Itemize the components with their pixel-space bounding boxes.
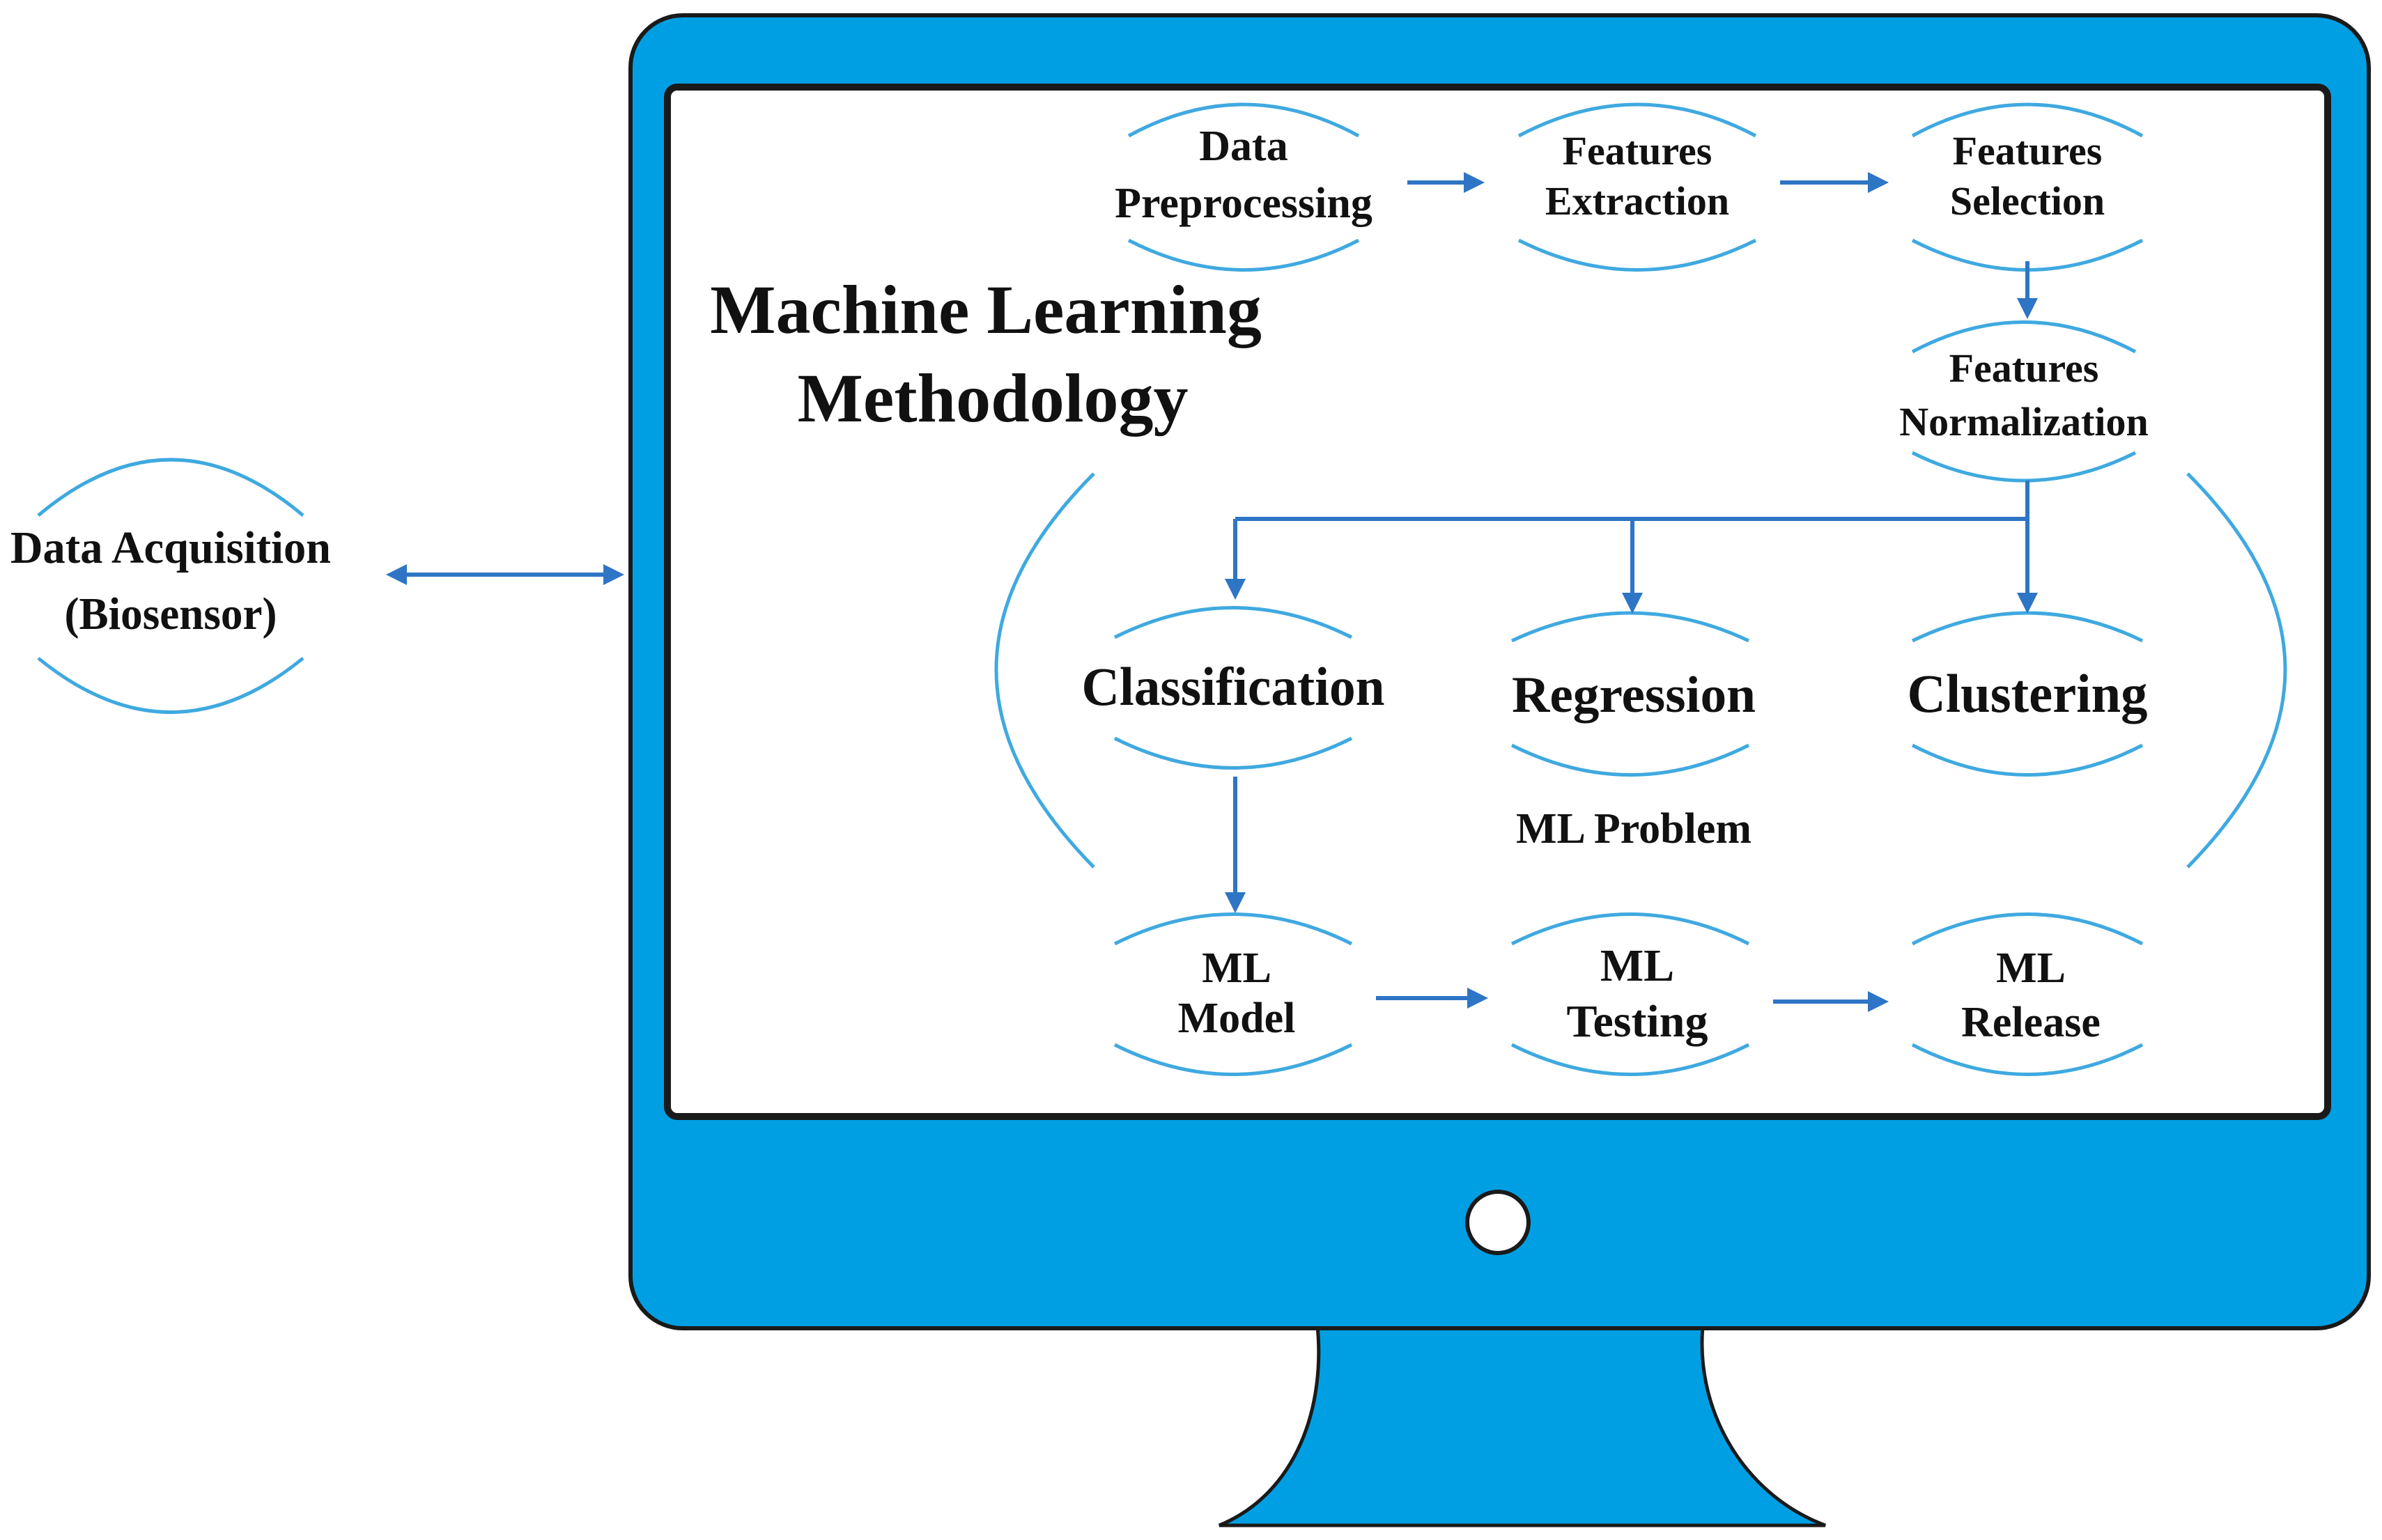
testing-line1: ML xyxy=(1600,940,1674,991)
testing-line2: Testing xyxy=(1567,996,1708,1047)
ml-problem-label: ML Problem xyxy=(1516,805,1751,853)
right-bracket xyxy=(2186,472,2287,869)
monitor-screen xyxy=(664,84,2331,1120)
preprocessing-line1: Data xyxy=(1199,123,1287,170)
title-line2: Methodology xyxy=(797,359,1188,437)
monitor xyxy=(628,13,2371,1527)
title-line1: Machine Learning xyxy=(710,271,1262,348)
monitor-stand xyxy=(1219,1318,1826,1527)
acquisition-line2: (Biosensor) xyxy=(65,589,277,639)
flow-arrows xyxy=(386,172,2038,1012)
regression-label: Regression xyxy=(1512,667,1756,724)
model-line1: ML xyxy=(1202,944,1271,992)
extraction-line2: Extraction xyxy=(1545,178,1729,224)
preprocessing-line2: Preprocessing xyxy=(1115,180,1372,227)
classification-label: Classification xyxy=(1082,656,1385,717)
left-bracket xyxy=(994,472,1095,869)
model-line2: Model xyxy=(1178,995,1296,1042)
selection-line1: Features xyxy=(1953,128,2103,173)
power-button[interactable] xyxy=(1465,1190,1531,1255)
release-line2: Release xyxy=(1961,999,2101,1046)
selection-line2: Selection xyxy=(1950,178,2105,224)
acquisition-line1: Data Acquisition xyxy=(10,522,331,573)
normalization-line2: Normalization xyxy=(1899,399,2149,444)
clustering-label: Clustering xyxy=(1908,663,2148,724)
extraction-line1: Features xyxy=(1563,128,1712,173)
release-line1: ML xyxy=(1996,944,2066,992)
normalization-line1: Features xyxy=(1949,345,2099,391)
